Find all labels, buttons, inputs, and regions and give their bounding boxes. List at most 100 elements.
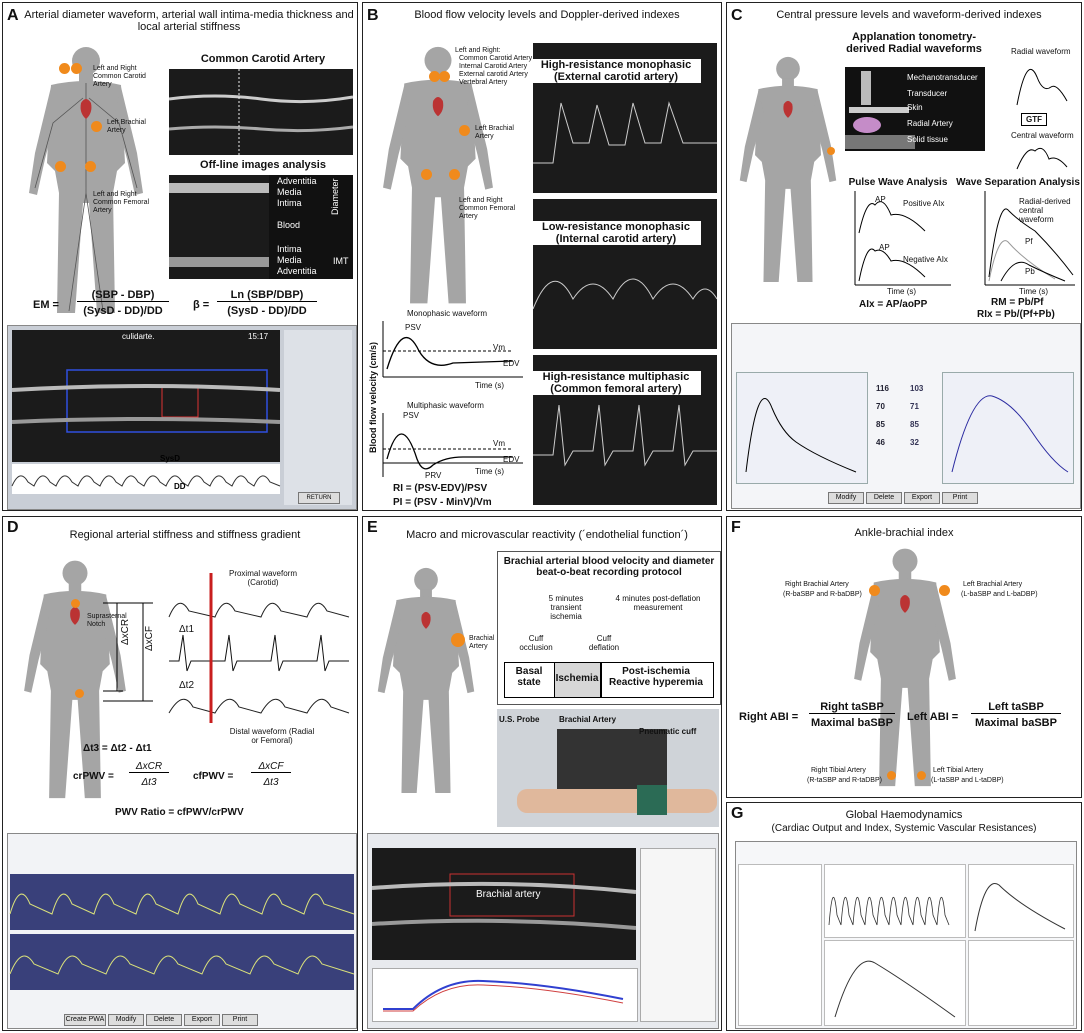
export-button-c[interactable]: Export — [904, 492, 940, 504]
dot-f-left-tibial — [917, 771, 926, 780]
sysd-label: SysD — [160, 454, 181, 463]
wsa-plot — [984, 191, 1075, 286]
panel-d: D Regional arterial stiffness and stiffn… — [2, 516, 358, 1031]
multi-time: Time (s) — [475, 467, 505, 476]
rix-formula: RIx = Pb/(Pf+Pb) — [977, 309, 1055, 320]
value-left-4: 46 — [876, 438, 885, 447]
ultrasound-machine — [557, 729, 667, 789]
panel-e-title: Macro and microvascular reactivity (´end… — [406, 529, 688, 541]
screen-g-tree — [738, 864, 822, 1026]
part-1: Mechanotransducer — [907, 73, 978, 82]
body-figure-c — [739, 56, 837, 282]
screen-e-side — [640, 848, 716, 1022]
em-numerator: (SBP - DBP) — [77, 289, 169, 302]
modify-button-d[interactable]: Modify — [108, 1014, 144, 1026]
panel-c-letter: C — [731, 7, 743, 24]
protocol-title: Brachial arterial blood velocity and dia… — [503, 556, 715, 578]
layer-5: Intima — [277, 244, 302, 254]
lt-label: Left Tibial Artery — [933, 767, 984, 774]
create-pwa-button[interactable]: Create PWA — [64, 1014, 106, 1026]
delete-button-d[interactable]: Delete — [146, 1014, 182, 1026]
body-figure-f — [854, 548, 956, 787]
panel-d-title: Regional arterial stiffness and stiffnes… — [69, 529, 301, 541]
screen-d-trace-1 — [9, 874, 355, 930]
dxcf-label: ΔxCF — [144, 625, 155, 651]
delete-button-c[interactable]: Delete — [866, 492, 902, 504]
software-screen-c: 116 70 85 46 103 71 85 32 Modify Delete … — [731, 323, 1081, 509]
wsa-pf: Pf — [1025, 237, 1033, 246]
dt3-formula: Δt3 = Δt2 - Δt1 — [83, 743, 152, 754]
software-screen-e: Brachial artery — [367, 833, 719, 1029]
panel-f-letter: F — [731, 519, 741, 536]
screen-c-plot-left — [736, 372, 868, 484]
cuff-occlusion-label: Cuff occlusion — [519, 634, 553, 652]
rb2-label: (R-baSBP and R-baDBP) — [783, 591, 862, 598]
ba-photo-label: Brachial Artery — [559, 715, 617, 724]
diameter-label: Diameter — [330, 178, 340, 215]
dt1-label: Δt1 — [179, 624, 195, 635]
print-button-c[interactable]: Print — [942, 492, 978, 504]
c-subtitle: Applanation tonometry-derived Radial wav… — [846, 31, 982, 55]
screen-e-trace — [372, 968, 638, 1022]
part-2: Transducer — [907, 89, 948, 98]
body-figure-e — [377, 567, 475, 793]
screen-g-plot-2 — [968, 864, 1074, 938]
wsa-title: Wave Separation Analysis — [956, 177, 1080, 188]
mono-vm: Vm — [493, 343, 505, 352]
pi-formula: PI = (PSV - MinV)/Vm — [393, 497, 492, 508]
dot-f-left-brachial — [939, 585, 950, 596]
print-button-d[interactable]: Print — [222, 1014, 258, 1026]
red-marker — [209, 573, 213, 723]
screen-c-plot-right — [942, 372, 1074, 484]
basal-label: Basal state — [515, 666, 543, 688]
ultrasound-carotid — [169, 69, 353, 155]
beta-denominator: (SysD - DD)/DD — [227, 305, 307, 317]
layer-6: Media — [277, 255, 302, 265]
panel-a-letter: A — [7, 7, 19, 24]
rabi-den: Maximal baSBP — [811, 717, 893, 729]
pwa-plot — [854, 191, 951, 286]
pwa-time: Time (s) — [887, 287, 917, 296]
export-button-d[interactable]: Export — [184, 1014, 220, 1026]
dot-c-radial — [827, 147, 835, 155]
software-screen-d: Create PWA Modify Delete Export Print — [7, 833, 357, 1029]
crpwv-num: ΔxCR — [129, 761, 169, 773]
pwa-ap2: AP — [879, 243, 890, 252]
body-figure-a — [29, 47, 143, 313]
panel-a: A Arterial diameter waveform, arterial w… — [2, 2, 358, 511]
layer-4: Blood — [277, 220, 301, 230]
wsa-rcw: Radial-derived central waveform — [1019, 197, 1071, 224]
panel-c-title: Central pressure levels and waveform-der… — [776, 9, 1042, 21]
central-waveform — [1016, 147, 1068, 170]
cuff-deflation-label: Cuff deflation — [588, 634, 620, 652]
screen-e-image: Brachial artery — [372, 848, 636, 960]
label-b-item-3: External carotid Artery — [459, 71, 528, 78]
rabi-num: Right taSBP — [809, 701, 895, 714]
panel-e: E Macro and microvascular reactivity (´e… — [362, 516, 722, 1031]
panel-g-letter: G — [731, 805, 744, 822]
gtf-box: GTF — [1021, 113, 1047, 126]
dot-left-femoral — [55, 161, 66, 172]
arm-photo — [517, 789, 717, 813]
layer-3: Intima — [277, 198, 302, 208]
label-femoral-a: Left and Right Common Femoral Artery — [93, 191, 150, 214]
screen-a-trace: SysD DD — [11, 454, 281, 494]
return-button[interactable]: RETURN — [298, 492, 340, 504]
label-b-item-1: Common Carotid Artery — [459, 55, 533, 62]
labi-label: Left ABI = — [907, 711, 959, 723]
label-brachial-a: Left Brachial Artery — [107, 119, 146, 134]
label-b-item-2: Internal Carotid Artery — [459, 63, 528, 70]
pwa-ap: AP — [875, 195, 886, 204]
rt2-label: (R-taSBP and R-taDBP) — [807, 777, 882, 784]
dot-left-carotid — [59, 63, 70, 74]
software-screen-g — [735, 841, 1077, 1029]
radial-waveform — [1016, 68, 1068, 106]
crpwv-label: crPWV = — [73, 771, 114, 782]
prox-label: Proximal waveform (Carotid) — [228, 569, 297, 587]
label-e-brachial: Brachial Artery — [469, 635, 495, 650]
part-3: Skin — [907, 103, 923, 112]
rm-formula: RM = Pb/Pf — [991, 297, 1044, 308]
pwa-posaix: Positive AIx — [903, 199, 945, 208]
modify-button-c[interactable]: Modify — [828, 492, 864, 504]
value-right-1: 103 — [910, 384, 924, 393]
